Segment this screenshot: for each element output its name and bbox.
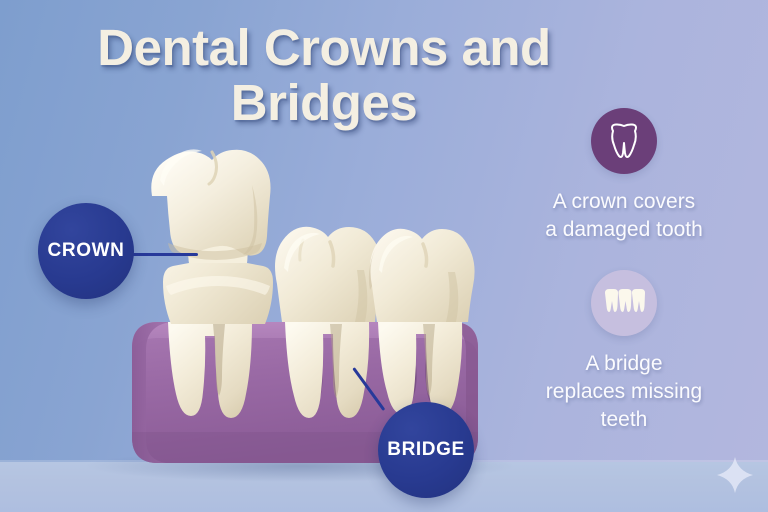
floating-crown-cap	[151, 149, 271, 260]
page-title: Dental Crowns and Bridges	[44, 20, 604, 130]
bridge-callout-badge[interactable]: BRIDGE	[378, 402, 474, 498]
sparkle-star-icon	[717, 457, 753, 493]
molar-center	[275, 226, 383, 418]
bridge-callout-label: BRIDGE	[387, 439, 465, 460]
crown-callout-badge[interactable]: CROWN	[38, 203, 134, 299]
title-line-1: Dental Crowns and	[97, 19, 551, 76]
info-crown-line-2: a damaged tooth	[545, 218, 703, 241]
info-block-crown: A crown covers a damaged tooth	[488, 108, 760, 244]
info-bridge-line-1: A bridge	[585, 352, 663, 375]
three-teeth-icon	[605, 289, 645, 312]
single-tooth-outline-icon	[611, 123, 637, 158]
three-teeth-icon-circle	[591, 270, 657, 336]
info-text-bridge: A bridge replaces missing teeth	[488, 350, 760, 434]
molar-right	[368, 228, 475, 414]
title-line-2: Bridges	[230, 74, 418, 131]
info-block-bridge: A bridge replaces missing teeth	[488, 270, 760, 434]
crown-callout-label: CROWN	[47, 240, 125, 261]
info-crown-line-1: A crown covers	[552, 190, 696, 213]
crown-leader-line	[132, 253, 198, 256]
info-bridge-line-2: replaces missing	[545, 380, 703, 403]
single-tooth-icon-circle	[591, 108, 657, 174]
info-bridge-line-3: teeth	[600, 408, 648, 431]
info-text-crown: A crown covers a damaged tooth	[488, 188, 760, 244]
